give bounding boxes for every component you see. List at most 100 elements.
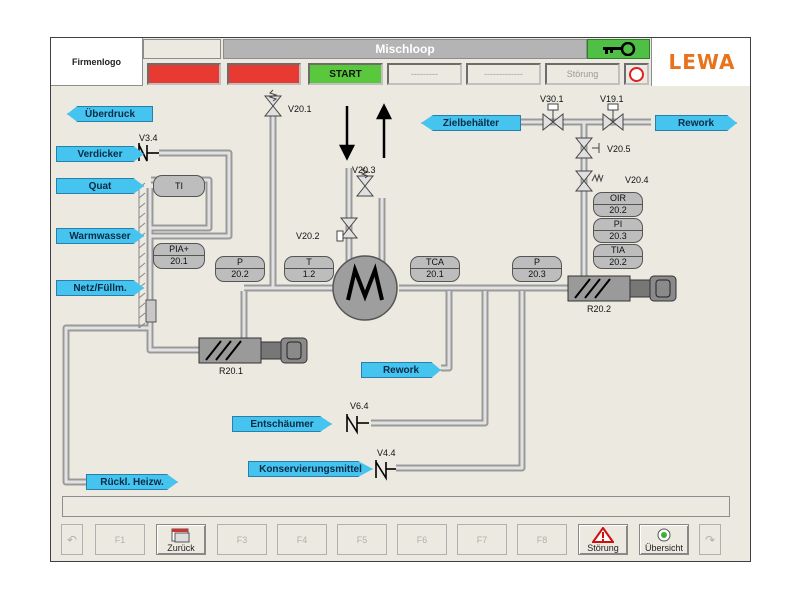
label-v34: V3.4 [139,133,158,143]
message-bar [62,496,730,517]
label-v202: V20.2 [296,231,320,241]
nav-forward-button[interactable]: ↷ [699,524,721,555]
check-valve-v34 [138,143,159,162]
tag-zielbehaelter[interactable]: Zielbehälter [421,115,521,131]
status-field-1: --------- [387,63,462,85]
f6-label: F6 [416,534,428,545]
header-empty-cell [143,39,221,59]
hatched-wall [138,182,146,329]
label-v64: V6.4 [350,401,369,411]
tag-quat[interactable]: Quat [56,178,144,194]
instrument-oir-label: OIR [594,193,642,205]
zurueck-button[interactable]: Zurück [156,524,206,555]
page-title: Mischloop [223,39,587,59]
power-icon [629,66,644,82]
instrument-p2-label: P [513,257,561,269]
hmi-window: Firmenlogo Mischloop LEWA START --------… [50,37,751,562]
instrument-tca-value: 20.1 [426,269,444,279]
label-r201: R20.1 [219,366,244,376]
tag-rework-mid[interactable]: Rework [361,362,441,378]
instrument-p1-label: P [216,257,264,269]
instrument-ti[interactable]: TI [153,175,205,197]
f3-label: F3 [236,534,248,545]
uebersicht-label: Übersicht [644,542,683,553]
instrument-t-value: 1.2 [302,269,316,279]
company-logo-placeholder: Firmenlogo [51,38,143,86]
f8-button[interactable]: F8 [517,524,567,555]
check-valve-v44 [375,460,396,481]
instrument-oir-value: 20.2 [609,205,627,215]
instrument-p2[interactable]: P 20.3 [512,256,562,282]
label-v204: V20.4 [625,175,649,185]
tag-entschaeumer[interactable]: Entschäumer [232,416,332,432]
instrument-p1[interactable]: P 20.2 [215,256,265,282]
f7-label: F7 [476,534,488,545]
instrument-p1-value: 20.2 [231,269,249,279]
instrument-t-label: T [285,257,333,269]
instrument-pia-label: PIA+ [154,244,204,256]
zurueck-label: Zurück [167,542,195,553]
warning-icon [592,526,614,543]
level-sensor [145,299,157,323]
forward-arrow-icon: ↷ [704,532,716,547]
instrument-pia[interactable]: PIA+ 20.1 [153,243,205,269]
alarm-indicator-2 [227,63,301,85]
f5-button[interactable]: F5 [337,524,387,555]
instrument-pia-value: 20.1 [170,256,188,266]
f4-label: F4 [296,534,308,545]
brand-logo: LEWA [651,38,750,86]
f3-button[interactable]: F3 [217,524,267,555]
label-v201: V20.1 [288,104,312,114]
f5-label: F5 [356,534,368,545]
process-diagram [62,89,677,486]
label-v205: V20.5 [607,144,631,154]
instrument-pi-value: 20.3 [609,231,627,241]
start-button[interactable]: START [308,63,383,85]
tag-rueckl-heizw[interactable]: Rückl. Heizw. [86,474,178,490]
tag-ueberdruck[interactable]: Überdruck [67,106,153,122]
pump-r202 [567,275,677,302]
f6-button[interactable]: F6 [397,524,447,555]
tag-konservierungsmittel[interactable]: Konservierungsmittel [248,461,373,477]
f7-button[interactable]: F7 [457,524,507,555]
stoerung-button[interactable]: Störung [578,524,628,555]
tag-netz-fuellm[interactable]: Netz/Füllm. [56,280,144,296]
uebersicht-button[interactable]: Übersicht [639,524,689,555]
relief-valve-v203 [355,167,375,197]
tag-warmwasser[interactable]: Warmwasser [56,228,144,244]
instrument-p2-value: 20.3 [528,269,546,279]
tag-rework-top[interactable]: Rework [655,115,737,131]
instrument-oir[interactable]: OIR 20.2 [593,192,643,217]
relief-valve-v201 [263,89,283,117]
emergency-stop-button[interactable] [624,63,649,85]
back-window-icon [171,528,190,542]
f4-button[interactable]: F4 [277,524,327,555]
nav-back-button[interactable]: ↶ [61,524,83,555]
instrument-ti-label: TI [175,181,183,191]
relief-valve-v204 [574,170,604,192]
label-v301: V30.1 [540,94,564,104]
f8-label: F8 [536,534,548,545]
stoerung-button-label: Störung [587,542,619,553]
instrument-pi-label: PI [594,219,642,231]
valve-v191 [602,103,624,132]
key-button[interactable] [587,39,650,59]
tag-verdicker[interactable]: Verdicker [56,146,144,162]
flow-arrows [338,103,393,161]
status-field-2: ------------- [466,63,541,85]
f1-button[interactable]: F1 [95,524,145,555]
instrument-tca[interactable]: TCA 20.1 [410,256,460,282]
pump-r201 [198,337,308,364]
instrument-pi[interactable]: PI 20.3 [593,218,643,243]
valve-v205 [574,137,600,159]
instrument-t[interactable]: T 1.2 [284,256,334,282]
instrument-tia-label: TIA [594,245,642,257]
valve-v202 [336,217,359,242]
label-v191: V19.1 [600,94,624,104]
instrument-tia[interactable]: TIA 20.2 [593,244,643,269]
label-v203: V20.3 [352,165,376,175]
instrument-tca-label: TCA [411,257,459,269]
alarm-indicator-1 [147,63,221,85]
mixer-symbol [332,255,398,321]
f1-label: F1 [114,534,126,545]
